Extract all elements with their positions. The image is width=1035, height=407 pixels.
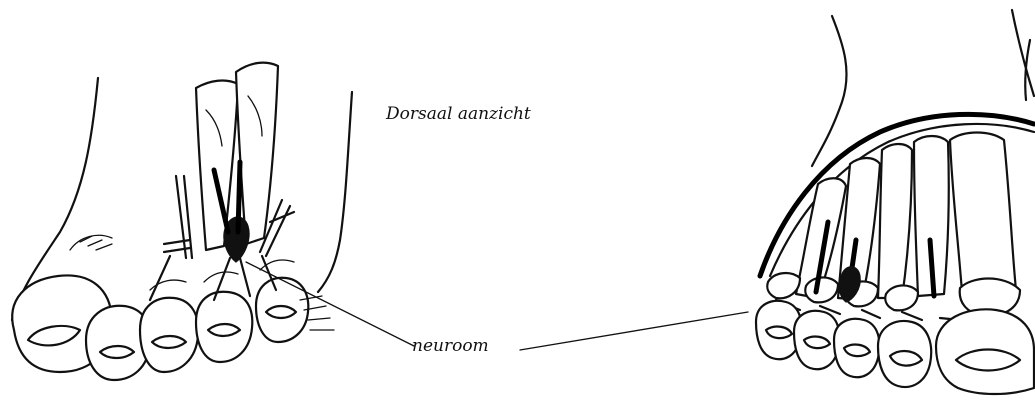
view-label: Dorsaal aanzicht — [386, 104, 531, 124]
left-foot-dorsal-view — [12, 63, 352, 380]
neuroma-label: neuroom — [412, 336, 489, 356]
left-skin-flap-2 — [236, 63, 278, 244]
left-fifth-toe — [256, 278, 308, 342]
left-foot-outline-lateral — [318, 92, 352, 292]
right-big-toe — [936, 309, 1034, 394]
left-retractor — [176, 176, 192, 258]
left-third-toe — [140, 298, 198, 372]
left-nerve-branch-2 — [238, 162, 240, 232]
right-toe-2 — [878, 321, 931, 387]
right-leg-outline-medial — [812, 16, 847, 166]
left-fourth-toe — [196, 292, 252, 362]
right-metatarsal-3 — [878, 144, 912, 298]
right-metatarsal-1 — [950, 133, 1016, 293]
neuroma-leader-line-right — [520, 312, 748, 350]
right-toe-3 — [834, 319, 879, 377]
right-toe-4 — [794, 311, 839, 369]
right-foot-skeletal-view — [756, 10, 1034, 394]
right-leg-outline-lateral — [1012, 10, 1034, 96]
